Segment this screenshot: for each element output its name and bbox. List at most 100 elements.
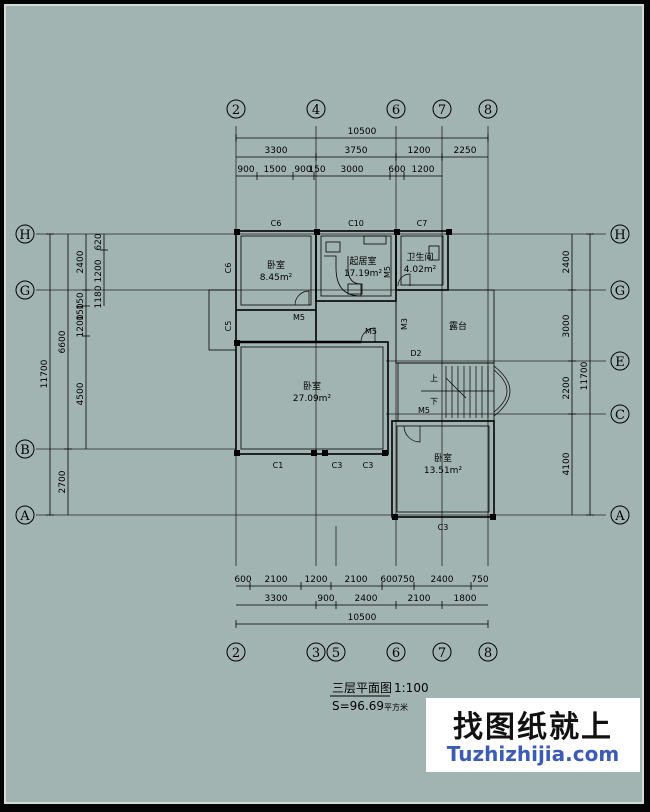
tag-c3-a: C3 <box>332 461 343 470</box>
axis-left-H: H <box>19 228 30 243</box>
dim-bot-r1-3: 1200 <box>305 575 328 585</box>
dim-top-r3-3: 900 <box>294 165 311 175</box>
top-dimension-lines <box>235 134 489 180</box>
dim-top-r2-3: 1200 <box>408 146 431 156</box>
room-bedroom-2-area: 27.09m² <box>293 394 332 404</box>
tag-c6-left: C6 <box>224 263 233 274</box>
room-living-area: 17.19m² <box>344 269 383 279</box>
room-bedroom-1-name: 卧室 <box>267 259 285 271</box>
drawing-area-unit: 平方米 <box>384 702 408 712</box>
dim-bot-r2-1: 3300 <box>265 594 288 604</box>
drawing-title: 三层平面图 <box>332 681 392 695</box>
drawing-scale: 1:100 <box>394 681 429 695</box>
right-dimension-lines <box>568 233 594 516</box>
dim-top-r2-4: 2250 <box>454 146 477 156</box>
dim-top-r2-2: 3750 <box>345 146 368 156</box>
tag-d2: D2 <box>410 349 421 358</box>
bottom-dimension-lines <box>235 582 489 628</box>
stair-up: 上 <box>430 374 438 383</box>
dim-bot-r1-4: 2100 <box>345 575 368 585</box>
left-dimension-lines <box>46 233 108 516</box>
dim-top-r3-7: 1200 <box>412 165 435 175</box>
stair-down: 下 <box>430 397 438 406</box>
dim-bot-r1-1: 600 <box>234 575 251 585</box>
right-axis-bubbles <box>610 224 630 525</box>
axis-bot-2: 2 <box>232 646 240 661</box>
tag-m5-c: M5 <box>383 266 392 278</box>
tag-c10: C10 <box>348 219 364 228</box>
floor-plan-drawing: 10500 3300 3750 1200 2250 900 1500 900 1… <box>15 99 630 713</box>
dim-left-mid-1: 6600 <box>58 330 68 353</box>
axis-left-B: B <box>20 443 30 458</box>
dim-left-inner-4: 1180 <box>94 285 104 308</box>
axis-right-C: C <box>615 408 625 423</box>
room-bedroom-3-name: 卧室 <box>434 452 452 464</box>
dim-right-inner-3: 2200 <box>562 376 572 399</box>
watermark-cn: 找图纸就上 <box>453 710 613 745</box>
room-living-name: 起居室 <box>349 255 376 267</box>
tag-c7: C7 <box>417 219 428 228</box>
axis-bot-7: 7 <box>438 646 446 661</box>
dim-bot-r2-4: 2100 <box>408 594 431 604</box>
dim-bot-r1-7: 2400 <box>431 575 454 585</box>
watermark-en: Tuzhizhijia.com <box>446 742 620 766</box>
room-bedroom-2-name: 卧室 <box>303 380 321 392</box>
room-bath-area: 4.02m² <box>404 265 437 275</box>
dim-bot-r1-6: 750 <box>397 575 414 585</box>
drawing-frame: 10500 3300 3750 1200 2250 900 1500 900 1… <box>4 4 644 804</box>
axis-top-2: 2 <box>232 103 240 118</box>
dim-left-inner-2: 1200 <box>94 259 104 282</box>
dim-right-inner-1: 2400 <box>562 250 572 273</box>
dim-top-r3-5: 3000 <box>341 165 364 175</box>
dim-top-r2-1: 3300 <box>265 146 288 156</box>
stair-details <box>421 365 511 418</box>
dim-bot-r1-5: 600 <box>380 575 397 585</box>
room-bedroom-3-area: 13.51m² <box>424 466 463 476</box>
dim-top-r3-1: 900 <box>237 165 254 175</box>
left-axis-bubbles <box>15 224 35 525</box>
room-bedroom-1-area: 8.45m² <box>260 273 293 283</box>
dim-left-inner-6: 1200 <box>76 314 86 337</box>
dim-top-r3-6: 600 <box>388 165 405 175</box>
axis-right-H: H <box>614 228 625 243</box>
room-bath-name: 卫生间 <box>406 251 433 263</box>
axis-left-A: A <box>19 509 30 524</box>
dim-right-inner-2: 3000 <box>562 314 572 337</box>
site-watermark: 找图纸就上 Tuzhizhijia.com <box>426 698 640 772</box>
axis-right-E: E <box>615 355 625 370</box>
axis-bot-6: 6 <box>392 646 400 661</box>
dim-bot-r2-5: 1800 <box>454 594 477 604</box>
drawing-area: S=96.69 <box>332 699 384 713</box>
axis-bot-5: 5 <box>332 646 340 661</box>
tag-m3: M3 <box>400 318 409 330</box>
tag-c6-top: C6 <box>271 219 282 228</box>
axis-top-8: 8 <box>484 103 492 118</box>
axis-top-7: 7 <box>438 103 446 118</box>
tag-c3-c: C3 <box>438 523 449 532</box>
axis-lines <box>36 126 606 566</box>
dim-bot-r1-2: 2100 <box>265 575 288 585</box>
columns <box>234 229 496 520</box>
dim-bot-r2-3: 2400 <box>355 594 378 604</box>
dim-left-outer: 11700 <box>40 359 50 388</box>
dim-left-inner-3: 150 <box>76 292 86 309</box>
tag-m5-a: M5 <box>293 313 305 322</box>
top-axis-bubbles <box>226 99 498 119</box>
tag-m5-b: M5 <box>365 327 377 336</box>
dim-left-inner-5: 150 <box>76 303 86 320</box>
dim-bot-r1-8: 750 <box>471 575 488 585</box>
dim-top-overall: 10500 <box>348 127 377 137</box>
bottom-axis-bubbles <box>226 642 498 662</box>
door-swings <box>294 273 421 443</box>
tag-m5-d: M5 <box>418 406 430 415</box>
living-room-fixtures <box>324 235 440 297</box>
axis-left-G: G <box>20 284 30 299</box>
dim-bot-overall: 10500 <box>348 613 377 623</box>
axis-top-4: 4 <box>312 103 320 118</box>
tag-c3-b: C3 <box>363 461 374 470</box>
tag-c1: C1 <box>273 461 284 470</box>
tag-c5: C5 <box>224 321 233 332</box>
room-terrace-name: 露台 <box>449 320 467 332</box>
dim-right-outer: 11700 <box>580 361 590 390</box>
dim-right-inner-4: 4100 <box>562 452 572 475</box>
